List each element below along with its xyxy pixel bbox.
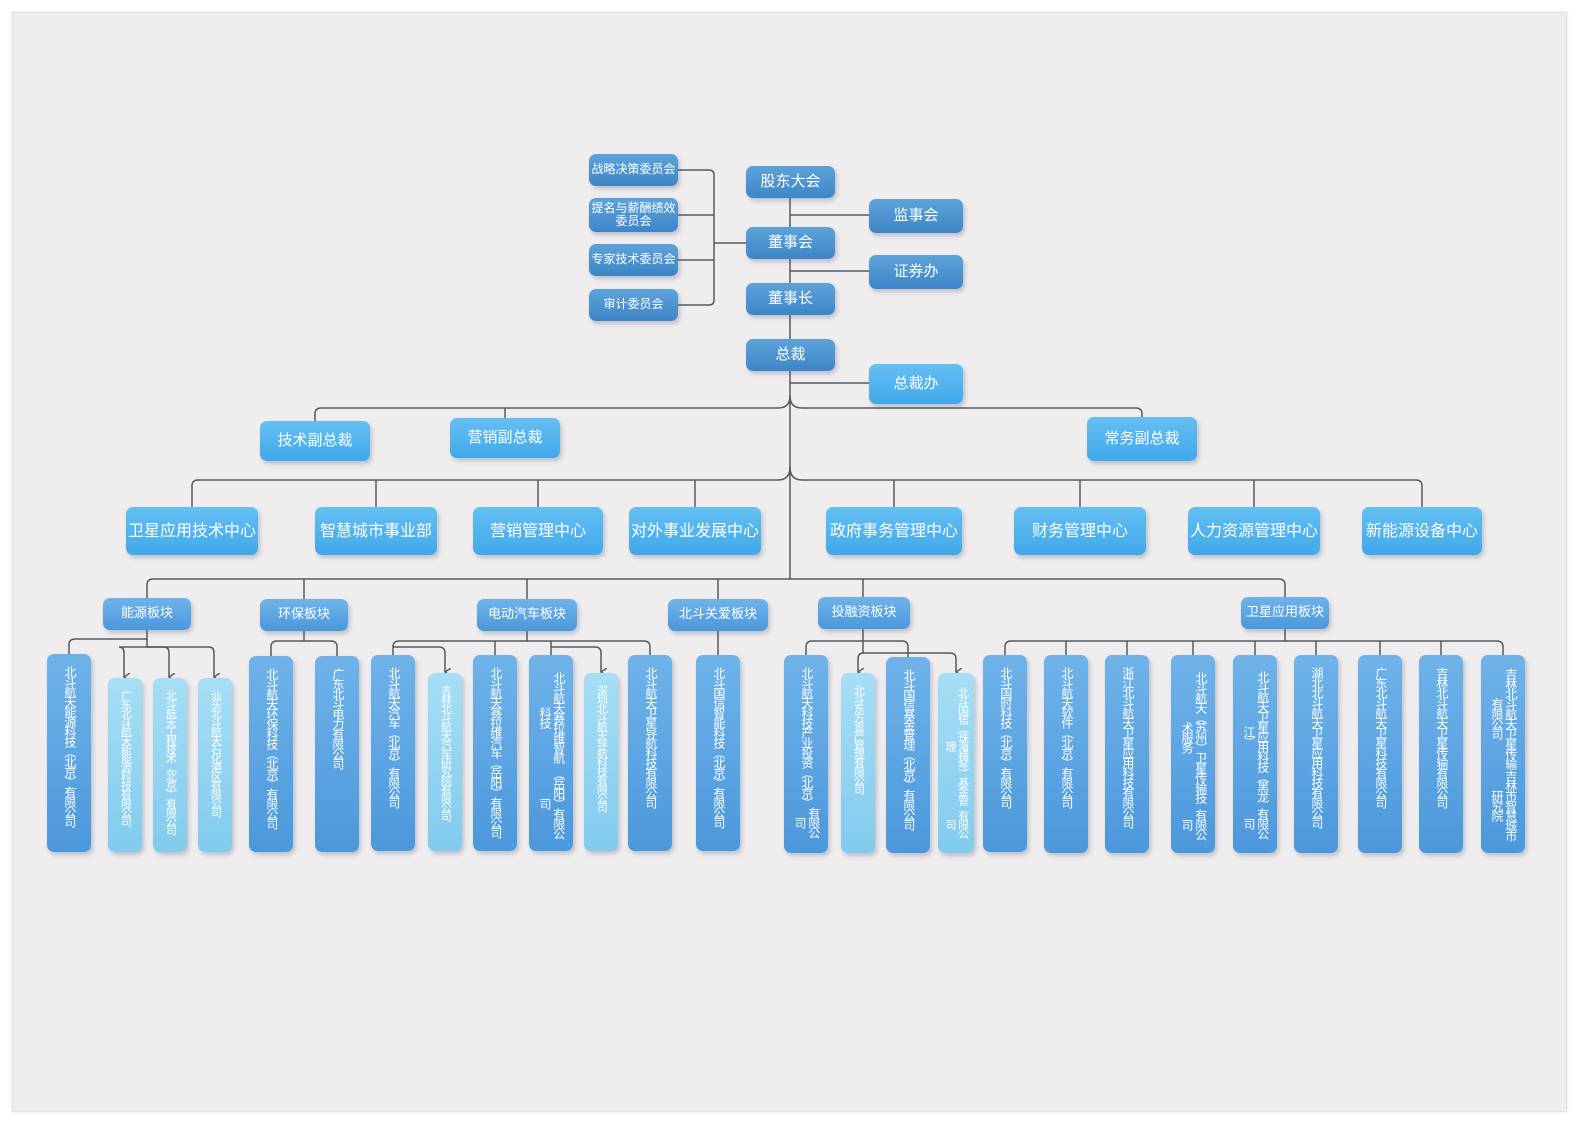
connector-line	[1004, 629, 1286, 655]
center-new-energy-node: 新能源设备中心	[1362, 507, 1482, 555]
company-node: 汕头北斗航天石化港区有限公司	[198, 678, 232, 852]
connector-line	[789, 466, 1423, 507]
company-node: 广东北斗航天新能源科技有限公司	[108, 678, 142, 852]
connector-line	[863, 640, 909, 657]
connector-line	[146, 578, 790, 598]
company-node: 北斗航天环保科技（北京）有限公司	[249, 656, 293, 852]
connector-line	[678, 169, 715, 306]
segment-satellite-app-node: 卫星应用板块	[1241, 597, 1329, 629]
center-marketing-mgmt-node: 营销管理中心	[473, 507, 603, 555]
company-node: 吉林北斗航天汽车研究院有限公司	[428, 673, 462, 851]
connector-line	[304, 640, 338, 656]
president-node: 总裁	[746, 339, 835, 371]
connector-line	[68, 630, 148, 654]
segment-investment-node: 投融资板块	[818, 597, 910, 629]
company-node: 北斗航天卫星导航科技有限公司	[628, 655, 672, 851]
company-node: 北斗国信智能科技（北京）有限公司	[696, 655, 740, 851]
center-smart-city-node: 智慧城市事业部	[315, 507, 437, 555]
company-node: 北斗航天赛拉维智航科技（岳阳）有限公司	[529, 655, 573, 851]
vp-executive-node: 常务副总裁	[1087, 417, 1197, 461]
connector-line	[527, 640, 651, 655]
arrow-connector	[551, 646, 601, 672]
connector-line	[790, 578, 1286, 597]
connector-line	[191, 466, 791, 507]
committee-audit-node: 审计委员会	[589, 289, 678, 321]
arrow-connector	[147, 646, 214, 677]
company-node: 浙江北斗航天卫星应用科技有限公司	[1105, 655, 1149, 853]
arrow-connector	[147, 646, 169, 677]
vp-technology-node: 技术副总裁	[260, 421, 370, 461]
segment-beidou-care-node: 北斗关爱板块	[668, 599, 768, 631]
company-node: 北斗国时科技（北京）有限公司	[983, 655, 1027, 852]
company-node: 北斗航天科技产业投资（北京）有限公司	[784, 655, 828, 853]
company-node: 北斗航天（苏州）卫星传输技术服务有限公司	[1171, 655, 1215, 853]
company-node: 北斗航天软件（北京）有限公司	[1044, 655, 1088, 853]
center-finance-node: 财务管理中心	[1014, 507, 1146, 555]
connector-line	[1285, 640, 1504, 655]
company-node: 北斗航天能源科技（北京）有限公司	[47, 654, 91, 852]
arrow-connector	[118, 639, 148, 677]
company-node: 北斗国信（珠海横琴）基金管理有限公司	[938, 673, 974, 853]
connector-line	[805, 629, 864, 655]
committee-nomination-node: 提名与薪酬绩效委员会	[589, 198, 678, 232]
committee-expert-node: 专家技术委员会	[589, 244, 678, 276]
chairman-node: 董事长	[746, 283, 835, 315]
segment-ev-node: 电动汽车板块	[477, 599, 577, 631]
company-node: 深圳北斗航天导航科技有限公司	[584, 673, 618, 851]
company-node: 广东北斗电力有限公司	[315, 656, 359, 852]
committee-strategy-node: 战略决策委员会	[589, 154, 678, 186]
company-node: 北斗国信基金管理（北京）有限公司	[886, 657, 930, 853]
company-node: 北斗航天工程技术（北京）有限公司	[153, 678, 187, 852]
company-node: 广东北斗航天卫星科技有限公司	[1358, 655, 1402, 853]
president-office-node: 总裁办	[869, 364, 963, 404]
center-government-affairs-node: 政府事务管理中心	[826, 507, 962, 555]
connector-line	[392, 631, 528, 655]
company-node: 北斗航天汽车（北京）有限公司	[371, 655, 415, 851]
connector-line	[270, 631, 305, 656]
arrow-connector	[393, 646, 445, 672]
company-node: 吉林北斗航天卫星传输有限公司吉林市智慧城市研究院	[1481, 655, 1525, 853]
vp-marketing-node: 营销副总裁	[450, 418, 560, 458]
connector-lines	[68, 169, 1504, 1111]
center-external-dev-node: 对外事业发展中心	[629, 507, 761, 555]
company-node: 吉林北斗航天卫星传输有限公司	[1419, 655, 1463, 853]
company-node: 北斗航天卫星应用科技（黑龙江）有限公司	[1233, 655, 1277, 853]
segment-environment-node: 环保板块	[260, 599, 348, 631]
shareholders-meeting-node: 股东大会	[746, 166, 835, 198]
org-chart-canvas: 股东大会 董事会 董事长 总裁 监事会 证券办 总裁办 战略决策委员会 提名与薪…	[12, 12, 1567, 1112]
board-node: 董事会	[746, 227, 835, 259]
center-satellite-tech-node: 卫星应用技术中心	[126, 507, 258, 555]
connector-line	[789, 395, 1143, 417]
company-node: 北斗东方资产管理有限公司	[841, 673, 875, 853]
arrow-connector	[858, 641, 863, 672]
securities-office-node: 证券办	[869, 255, 963, 289]
company-node: 湖北北斗航天卫星应用科技有限公司	[1294, 655, 1338, 853]
supervisory-board-node: 监事会	[869, 199, 963, 233]
company-node: 北斗航天赛拉维汽车（岳阳）有限公司	[473, 655, 517, 851]
connector-line	[314, 395, 791, 421]
arrow-connector	[863, 652, 956, 672]
segment-energy-node: 能源板块	[103, 598, 191, 630]
center-hr-node: 人力资源管理中心	[1188, 507, 1320, 555]
